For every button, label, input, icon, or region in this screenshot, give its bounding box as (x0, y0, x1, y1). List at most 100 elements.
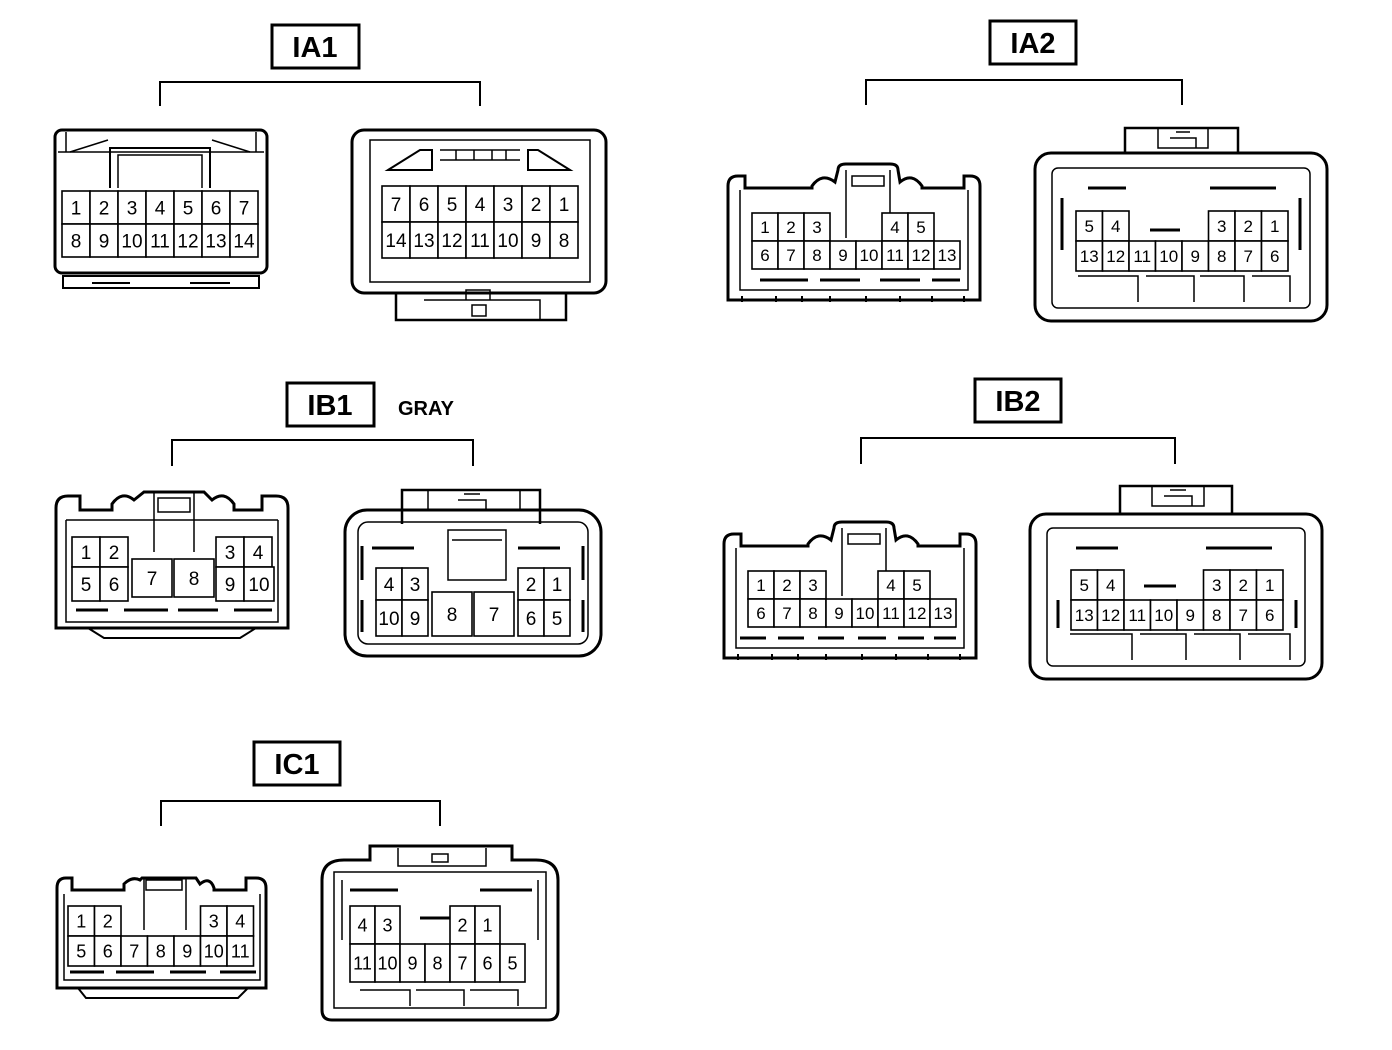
pin-number: 4 (253, 543, 264, 564)
pin-number: 10 (860, 246, 879, 265)
pin-number: 7 (782, 604, 791, 623)
group-label-ib1: IB1 (307, 390, 352, 422)
pin-number: 4 (890, 218, 899, 237)
pin-cell (1255, 599, 1284, 631)
pin-number: 5 (81, 575, 92, 596)
pin-number: 5 (183, 198, 194, 219)
bracket-ib1 (171, 439, 474, 466)
pin-number: 10 (378, 609, 399, 630)
pin-number: 7 (1239, 606, 1248, 625)
pin-number: 3 (503, 195, 514, 216)
pin-cell (374, 905, 401, 945)
pin-number: 10 (856, 604, 875, 623)
pin-cell (474, 943, 501, 983)
pin-cell (449, 943, 476, 983)
pin-number: 2 (109, 543, 120, 564)
pin-number: 6 (760, 246, 769, 265)
pin-cell (465, 185, 495, 223)
pin-number: 1 (756, 576, 765, 595)
pin-number: 9 (407, 953, 417, 973)
pin-number: 2 (457, 915, 467, 935)
pin-number: 2 (531, 195, 542, 216)
pin-cell (201, 190, 231, 225)
pin-cell (431, 591, 473, 637)
pin-cell (229, 223, 259, 258)
pin-cell (549, 185, 579, 223)
pin-cell (1123, 599, 1152, 631)
pin-cell (881, 240, 909, 270)
pin-cell (1101, 240, 1130, 272)
pin-number: 5 (507, 953, 517, 973)
pin-cell (401, 599, 429, 637)
pin-cell (1229, 599, 1258, 631)
pin-number: 2 (782, 576, 791, 595)
pin-number: 3 (808, 576, 817, 595)
pin-cell (543, 567, 571, 601)
pin-cell (521, 221, 551, 259)
pin-number: 6 (419, 195, 430, 216)
pin-number: 2 (1244, 217, 1253, 236)
pin-cell (751, 240, 779, 270)
pin-number: 8 (447, 605, 458, 626)
group-label-ia1: IA1 (292, 32, 337, 64)
pin-number: 8 (156, 941, 166, 961)
group-label-ic1: IC1 (274, 749, 319, 781)
pin-number: 8 (812, 246, 821, 265)
pin-number: 10 (204, 941, 224, 961)
pin-cell (825, 598, 853, 628)
pin-cell (99, 566, 129, 602)
pin-cell (777, 240, 805, 270)
pin-number: 10 (377, 953, 397, 973)
pin-cell (829, 240, 857, 270)
pin-cell (399, 943, 426, 983)
pin-cell (1096, 569, 1125, 601)
pin-cell (215, 566, 245, 602)
pin-number: 11 (150, 231, 170, 252)
pin-number: 8 (71, 231, 82, 252)
pin-number: 5 (912, 576, 921, 595)
pin-cell (349, 943, 376, 983)
pin-cell (243, 536, 273, 568)
pin-number: 10 (121, 231, 142, 252)
pin-number: 10 (1159, 247, 1178, 266)
pin-number: 1 (81, 543, 92, 564)
pin-number: 1 (552, 575, 563, 596)
pin-cell (517, 567, 545, 601)
pin-number: 4 (475, 195, 486, 216)
pin-number: 10 (497, 231, 518, 252)
pin-cell (243, 566, 275, 602)
pin-cell (543, 599, 571, 637)
pin-number: 9 (838, 246, 847, 265)
pin-number: 2 (1239, 576, 1248, 595)
label-box-ia1 (270, 23, 361, 70)
pin-cell (1234, 240, 1263, 272)
pin-number: 1 (71, 198, 82, 219)
pin-cell (903, 570, 931, 600)
pin-number: 5 (552, 609, 563, 630)
pin-number: 12 (912, 246, 931, 265)
pin-number: 6 (103, 941, 113, 961)
pin-cell (173, 190, 203, 225)
pin-cell (773, 598, 801, 628)
pin-number: 5 (1080, 576, 1089, 595)
pin-cell (349, 905, 376, 945)
pin-cell (199, 935, 228, 967)
pin-number: 8 (432, 953, 442, 973)
pin-cell (1260, 240, 1289, 272)
pin-number: 11 (1128, 606, 1146, 625)
pin-cell (907, 240, 935, 270)
pin-number: 1 (1270, 217, 1279, 236)
pin-number: 5 (76, 941, 86, 961)
pin-number: 4 (886, 576, 895, 595)
bracket-ic1 (160, 800, 441, 826)
pin-number: 3 (225, 543, 236, 564)
